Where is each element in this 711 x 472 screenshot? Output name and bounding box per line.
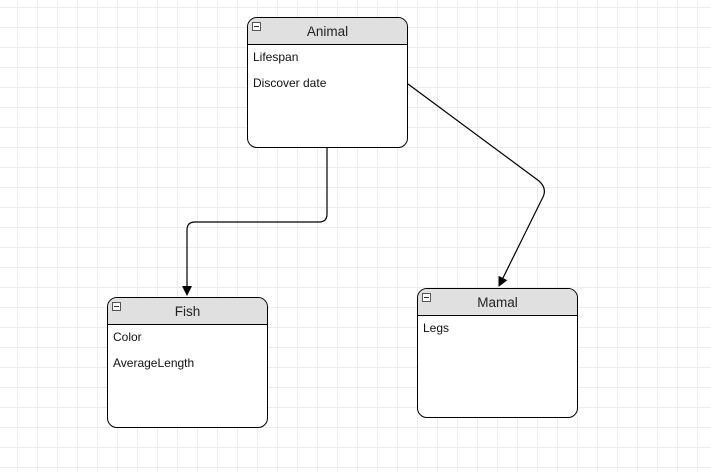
edge-animal-to-fish[interactable] (182, 148, 328, 296)
node-animal[interactable]: Animal Lifespan Discover date (247, 17, 408, 148)
node-mamal-body: Legs (418, 316, 577, 348)
collapse-icon[interactable] (422, 293, 431, 302)
edge-animal-to-mamal[interactable] (407, 83, 545, 287)
node-animal-header[interactable]: Animal (248, 18, 407, 45)
collapse-icon[interactable] (112, 302, 121, 311)
node-mamal[interactable]: Mamal Legs (417, 288, 578, 418)
node-fish-body: Color AverageLength (108, 325, 267, 383)
node-fish-header[interactable]: Fish (108, 298, 267, 325)
collapse-icon[interactable] (252, 22, 261, 31)
node-animal-title: Animal (306, 24, 349, 39)
node-animal-body: Lifespan Discover date (248, 45, 407, 103)
node-mamal-header[interactable]: Mamal (418, 289, 577, 316)
attribute-discover-date[interactable]: Discover date (253, 76, 327, 90)
attribute-lifespan[interactable]: Lifespan (253, 50, 299, 64)
attribute-legs[interactable]: Legs (423, 321, 450, 335)
node-mamal-title: Mamal (477, 295, 518, 310)
attribute-average-length[interactable]: AverageLength (113, 356, 195, 370)
node-fish[interactable]: Fish Color AverageLength (107, 297, 268, 428)
attribute-color[interactable]: Color (113, 330, 142, 344)
node-fish-title: Fish (174, 304, 201, 319)
